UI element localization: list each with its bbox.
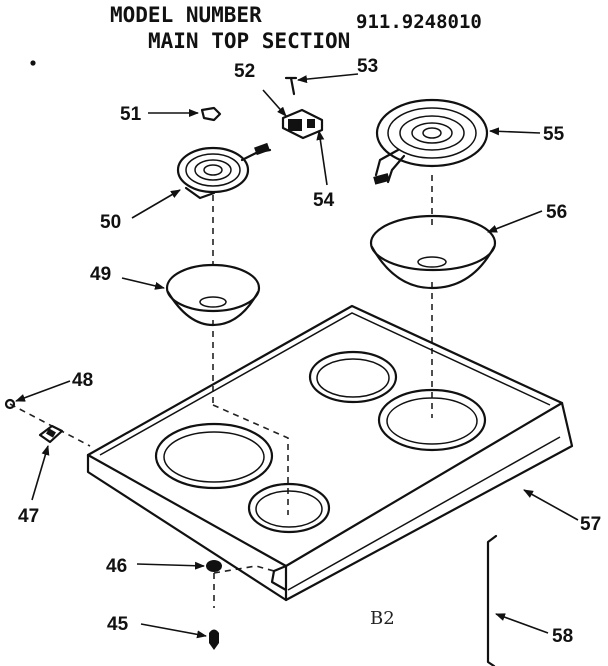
callout-48: 48 bbox=[72, 370, 93, 391]
retaining-clip bbox=[200, 106, 222, 122]
small-drip-pan bbox=[165, 263, 261, 327]
diagram-header: MODEL NUMBER 911.9248010 MAIN TOP SECTIO… bbox=[110, 3, 482, 53]
callout-53: 53 bbox=[357, 56, 378, 77]
main-top-panel bbox=[86, 304, 574, 602]
callout-labels: 51 52 53 54 55 56 50 49 48 47 57 46 45 5… bbox=[18, 56, 601, 647]
mounting-screw bbox=[284, 76, 298, 96]
callout-57: 57 bbox=[580, 514, 601, 535]
diagram-code: B2 bbox=[370, 608, 395, 629]
leveling-screw bbox=[209, 629, 219, 650]
callout-45: 45 bbox=[107, 614, 129, 635]
callout-leaders bbox=[15, 73, 579, 639]
large-surface-element bbox=[373, 98, 489, 185]
hinge-bracket bbox=[38, 424, 64, 444]
small-surface-element bbox=[176, 142, 272, 200]
callout-46: 46 bbox=[106, 556, 127, 577]
callout-51: 51 bbox=[120, 104, 142, 125]
large-drip-pan bbox=[369, 214, 497, 290]
callout-54: 54 bbox=[313, 190, 335, 211]
callout-47: 47 bbox=[18, 506, 39, 527]
callout-52: 52 bbox=[234, 61, 255, 82]
alignment-lines bbox=[9, 175, 433, 608]
front-rubber-bumper bbox=[206, 560, 222, 572]
callout-56: 56 bbox=[546, 202, 567, 223]
callout-49: 49 bbox=[90, 264, 111, 285]
model-label: MODEL NUMBER bbox=[110, 3, 262, 27]
section-title: MAIN TOP SECTION bbox=[148, 29, 350, 53]
stray-dot bbox=[30, 60, 36, 66]
callout-58: 58 bbox=[552, 626, 573, 647]
callout-50: 50 bbox=[100, 212, 121, 233]
side-screw bbox=[4, 398, 16, 410]
receptacle-block bbox=[281, 108, 324, 140]
model-number: 911.9248010 bbox=[356, 11, 482, 33]
callout-55: 55 bbox=[543, 124, 565, 145]
side-trim-strip bbox=[486, 534, 498, 666]
